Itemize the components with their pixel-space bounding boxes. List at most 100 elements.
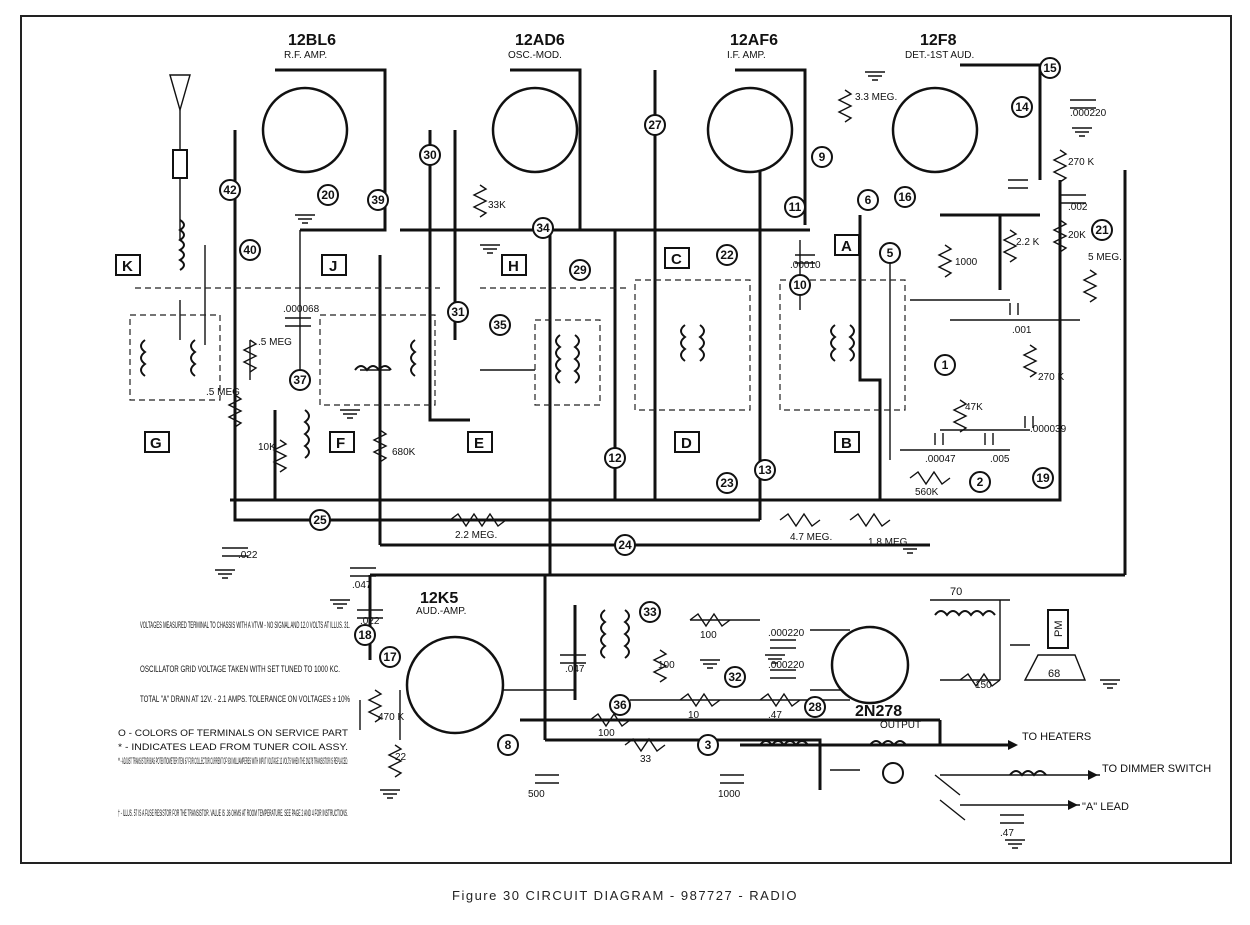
switch-65c: [934, 774, 966, 821]
pm-label: PM: [1053, 621, 1065, 638]
dimmer-arrow: [1088, 770, 1098, 780]
note-bias-adjust: ** - ADJUST TRANSISTOR BIAS POTENTIOMETE…: [118, 756, 348, 766]
node-circle-42: [219, 179, 241, 201]
signal-wiring: [179, 110, 1100, 806]
test-point-d: D: [681, 435, 692, 452]
component-value-43: 1.8 MEG.: [868, 537, 910, 548]
test-point-f: F: [336, 435, 345, 452]
node-number-8: 8: [505, 738, 512, 752]
heaters-label: TO HEATERS: [1022, 731, 1091, 743]
component-value-38: 10K: [258, 442, 276, 453]
component-value-56: 10: [688, 710, 700, 721]
node-number-12: 12: [608, 451, 622, 465]
component-value-37: .5 MEG: [258, 337, 292, 348]
component-value-48: 270 K: [1068, 157, 1094, 168]
node-circle-35: [489, 314, 511, 336]
if-coil-c1: [680, 324, 687, 362]
tube-12bl6: [261, 86, 349, 174]
component-value-49: 270 K: [1038, 372, 1064, 383]
note-colors: O - COLORS OF TERMINALS ON SERVICE PART: [118, 728, 349, 738]
node-number-18: 18: [358, 628, 372, 642]
node-number-22: 22: [720, 248, 734, 262]
node-circle-15: [1039, 57, 1061, 79]
node-circle-18: [354, 624, 376, 646]
node-circle-32: [724, 666, 746, 688]
component-value-21: .000039: [1030, 424, 1067, 435]
node-circle-17: [379, 646, 401, 668]
component-value-39: 680K: [392, 447, 416, 458]
node-number-24: 24: [618, 538, 632, 552]
node-number-25: 25: [313, 513, 327, 527]
component-value-25: .047: [352, 580, 372, 591]
node-number-21: 21: [1095, 223, 1109, 237]
component-value-12: .000068: [283, 304, 320, 315]
speaker-label: 68: [1048, 668, 1060, 680]
test-point-g: G: [150, 435, 162, 452]
node-number-42: 42: [223, 183, 237, 197]
dial-lamp-66: [882, 762, 904, 784]
node-circle-9: [811, 146, 833, 168]
node-circle-8: [497, 734, 519, 756]
component-value-54: 100: [658, 660, 675, 671]
osc-coil-h: [555, 334, 562, 384]
node-circle-24: [614, 534, 636, 556]
tube-type-12ad6: 12AD6: [515, 32, 565, 49]
node-number-16: 16: [898, 190, 912, 204]
test-point-e: E: [474, 435, 484, 452]
component-value-29b: .000220: [768, 660, 805, 671]
transformer-label: 70: [950, 586, 962, 598]
node-circle-25: [309, 509, 331, 531]
node-circle-13: [754, 459, 776, 481]
test-point-h: H: [508, 258, 519, 275]
heaters-arrow: [1008, 740, 1018, 750]
node-circle-5: [879, 242, 901, 264]
node-circle-30: [419, 144, 441, 166]
node-number-28: 28: [808, 700, 822, 714]
node-number-32: 32: [728, 670, 742, 684]
node-number-23: 23: [720, 476, 734, 490]
node-number-9: 9: [819, 150, 826, 164]
component-value-55: 33: [640, 754, 652, 765]
node-number-35: 35: [493, 318, 507, 332]
node-number-34: 34: [536, 221, 550, 235]
component-value-53: 100: [598, 728, 615, 739]
tube-12f8: [891, 86, 979, 174]
output-transformer: [934, 610, 996, 617]
node-markers: 4240392030343135372729222313121110965116…: [219, 57, 1113, 756]
component-value-67: 100: [700, 630, 717, 641]
tube-func-12f8: DET.-1ST AUD.: [905, 50, 974, 61]
node-number-19: 19: [1036, 471, 1050, 485]
tube-type-12bl6: 12BL6: [288, 32, 336, 49]
capacitors: [222, 99, 1096, 824]
test-point-a: A: [841, 238, 852, 255]
note-total-drain: TOTAL "A" DRAIN AT 12V. - 2.1 AMPS. TOLE…: [140, 694, 350, 704]
node-number-3: 3: [705, 738, 712, 752]
node-number-30: 30: [423, 148, 437, 162]
tube-type-12af6: 12AF6: [730, 32, 778, 49]
note-voltages: VOLTAGES MEASURED TERMINAL TO CHASSIS WI…: [140, 620, 350, 630]
node-number-20: 20: [321, 188, 335, 202]
node-circle-2: [969, 471, 991, 493]
node-number-1: 1: [942, 358, 949, 372]
tube-func-12af6: I.F. AMP.: [727, 50, 766, 61]
component-value-26: .022: [360, 616, 380, 627]
node-number-15: 15: [1043, 61, 1057, 75]
notes-block: VOLTAGES MEASURED TERMINAL TO CHASSIS WI…: [118, 620, 350, 818]
test-point-b: B: [841, 435, 852, 452]
node-circle-19: [1032, 467, 1054, 489]
node-circle-23: [716, 472, 738, 494]
osc-coil-13: [354, 365, 392, 372]
node-circle-28: [804, 696, 826, 718]
node-circle-6: [857, 189, 879, 211]
antenna: [169, 74, 191, 179]
component-value-47: 2.2 K: [1016, 237, 1040, 248]
node-number-14: 14: [1015, 100, 1029, 114]
coil-j: [410, 339, 417, 377]
speaker: [1023, 609, 1087, 681]
node-number-31: 31: [451, 305, 465, 319]
node-circle-10: [789, 274, 811, 296]
node-circle-16: [894, 186, 916, 208]
component-value-18: .005: [990, 454, 1010, 465]
